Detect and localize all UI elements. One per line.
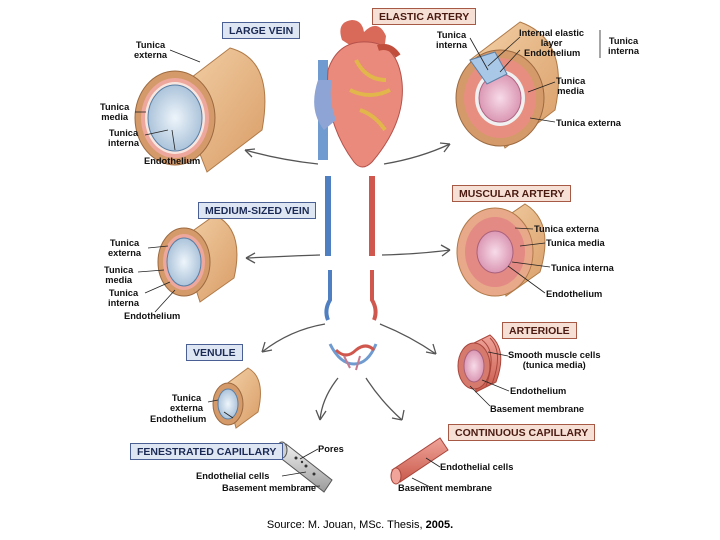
arteriole-illustration bbox=[457, 334, 502, 393]
label-elastic-artery-tunica-externa: Tunica externa bbox=[556, 118, 621, 128]
label-fenestrated-pores: Pores bbox=[318, 444, 344, 454]
label-muscular-artery-endothelium: Endothelium bbox=[546, 289, 603, 299]
caption-prefix: Source: M. Jouan, MSc. Thesis, bbox=[266, 519, 426, 531]
label-arteriole-basement-membrane: Basement membrane bbox=[490, 404, 585, 414]
label-arteriole-smooth-muscle: Smooth muscle cells(tunica media) bbox=[508, 350, 601, 370]
leader-lines bbox=[135, 30, 601, 488]
center-vein-segment bbox=[324, 176, 332, 321]
label-muscular-artery-tunica-media: Tunica media bbox=[546, 238, 605, 248]
title-fenestrated-capillary: FENESTRATED CAPILLARY bbox=[130, 443, 284, 460]
elastic-artery-illustration bbox=[455, 21, 559, 149]
heart-illustration bbox=[314, 20, 403, 168]
label-fenestrated-endothelial-cells: Endothelial cells bbox=[196, 471, 270, 481]
large-vein-illustration bbox=[134, 47, 266, 173]
title-arteriole: ARTERIOLE bbox=[502, 322, 577, 339]
title-medium-sized-vein: MEDIUM-SIZED VEIN bbox=[198, 202, 317, 219]
label-continuous-basement-membrane: Basement membrane bbox=[398, 483, 493, 493]
source-caption: Source: M. Jouan, MSc. Thesis, 2005. bbox=[0, 519, 720, 531]
title-continuous-capillary: CONTINUOUS CAPILLARY bbox=[448, 424, 596, 441]
label-muscular-artery-tunica-interna: Tunica interna bbox=[551, 263, 614, 273]
title-venule: VENULE bbox=[186, 344, 243, 361]
venule-illustration bbox=[212, 367, 261, 429]
title-elastic-artery: ELASTIC ARTERY bbox=[372, 8, 477, 25]
label-elastic-artery-endothelium: Endothelium bbox=[524, 48, 581, 58]
branching-arrows bbox=[244, 142, 451, 421]
label-muscular-artery-tunica-externa: Tunica externa bbox=[534, 224, 599, 234]
center-artery-segment bbox=[369, 176, 378, 321]
continuous-capillary-illustration bbox=[390, 437, 449, 485]
title-muscular-artery: MUSCULAR ARTERY bbox=[452, 185, 572, 202]
label-venule-endothelium: Endothelium bbox=[150, 414, 207, 424]
medium-vein-illustration bbox=[157, 214, 238, 303]
title-large-vein: LARGE VEIN bbox=[222, 22, 301, 39]
label-fenestrated-basement-membrane: Basement membrane bbox=[222, 483, 317, 493]
capillary-network bbox=[328, 343, 378, 371]
label-continuous-endothelial-cells: Endothelial cells bbox=[440, 462, 514, 472]
label-arteriole-endothelium: Endothelium bbox=[510, 386, 567, 396]
muscular-artery-illustration bbox=[456, 203, 546, 297]
label-medium-vein-endothelium: Endothelium bbox=[124, 311, 181, 321]
label-large-vein-endothelium: Endothelium bbox=[144, 156, 201, 166]
caption-year: 2005. bbox=[425, 519, 454, 531]
